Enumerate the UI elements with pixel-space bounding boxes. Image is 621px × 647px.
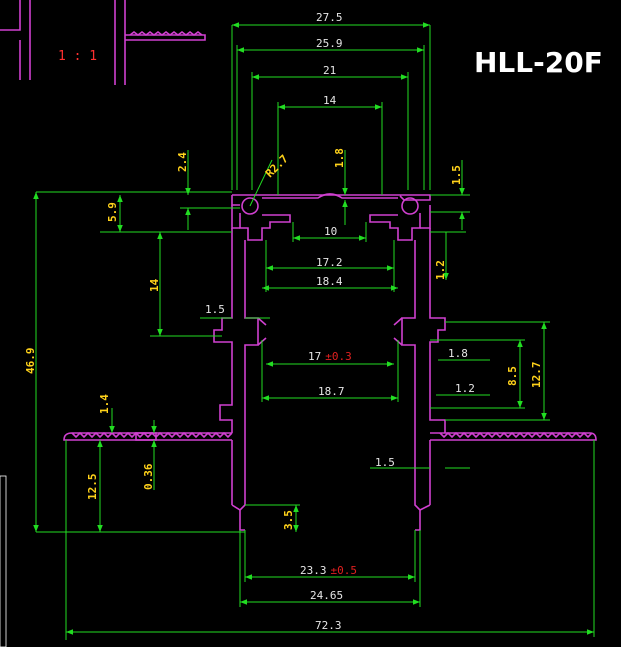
profile-outline [63, 193, 597, 531]
frame-edge [0, 475, 7, 647]
dim-overall-width-outer: 27.5 [316, 11, 343, 24]
dim-mid-width-tol: ±0.3 [325, 350, 352, 363]
dim-right-h2: 12.7 [530, 362, 543, 389]
dim-teeth-thick: 1.4 [98, 394, 111, 414]
dim-radius: R2.7 [263, 152, 291, 180]
dim-right-flange: 1.8 [448, 347, 468, 360]
dim-right-step-b: 1.2 [455, 382, 475, 395]
dim-inner-width-a: 17.2 [316, 256, 343, 269]
dim-bottom-width: 23.3 ±0.5 [300, 564, 357, 577]
dim-mid-width-value: 17 [308, 350, 321, 363]
dim-overall-width-inner: 25.9 [316, 37, 343, 50]
dim-slot-width: 10 [324, 225, 337, 238]
dim-mid-width: 17 ±0.3 [308, 350, 352, 363]
dim-total-width: 72.3 [315, 619, 342, 632]
dim-top-thick-b: 1.8 [333, 148, 346, 168]
dim-mid-width-b: 18.7 [318, 385, 345, 398]
dim-channel-width: 14 [323, 94, 337, 107]
dim-side-drop: 14 [148, 278, 161, 292]
detail-fragment: 1 : 1 [0, 0, 206, 85]
dim-side-height: 5.9 [106, 202, 119, 222]
dim-base-height: 12.5 [86, 474, 99, 501]
dim-top-thick-a: 2.4 [176, 152, 189, 172]
dim-teeth-depth: 0.36 [142, 463, 155, 490]
dim-left-wall: 1.5 [205, 303, 225, 316]
dim-right-thick: 1.5 [450, 165, 463, 185]
dim-wall-thick: 1.5 [375, 456, 395, 469]
dimension-labels: 27.5 25.9 21 14 2.4 R2.7 1.8 1.5 5.9 10 … [24, 11, 543, 632]
dim-right-h1: 8.5 [506, 366, 519, 386]
dim-inner-width-b: 18.4 [316, 275, 343, 288]
dim-bottom-width-tol: ±0.5 [331, 564, 358, 577]
dim-bottom-width-b: 24.65 [310, 589, 343, 602]
dimension-lines [33, 22, 595, 640]
dim-total-height: 46.9 [24, 348, 37, 375]
scale-label: 1 : 1 [58, 49, 97, 64]
dim-right-step: 1.2 [434, 260, 447, 280]
dim-top-width: 21 [323, 64, 336, 77]
dim-bottom-width-value: 23.3 [300, 564, 327, 577]
drawing-title: HLL-20F [474, 46, 603, 79]
dim-foot-height: 3.5 [282, 510, 295, 530]
